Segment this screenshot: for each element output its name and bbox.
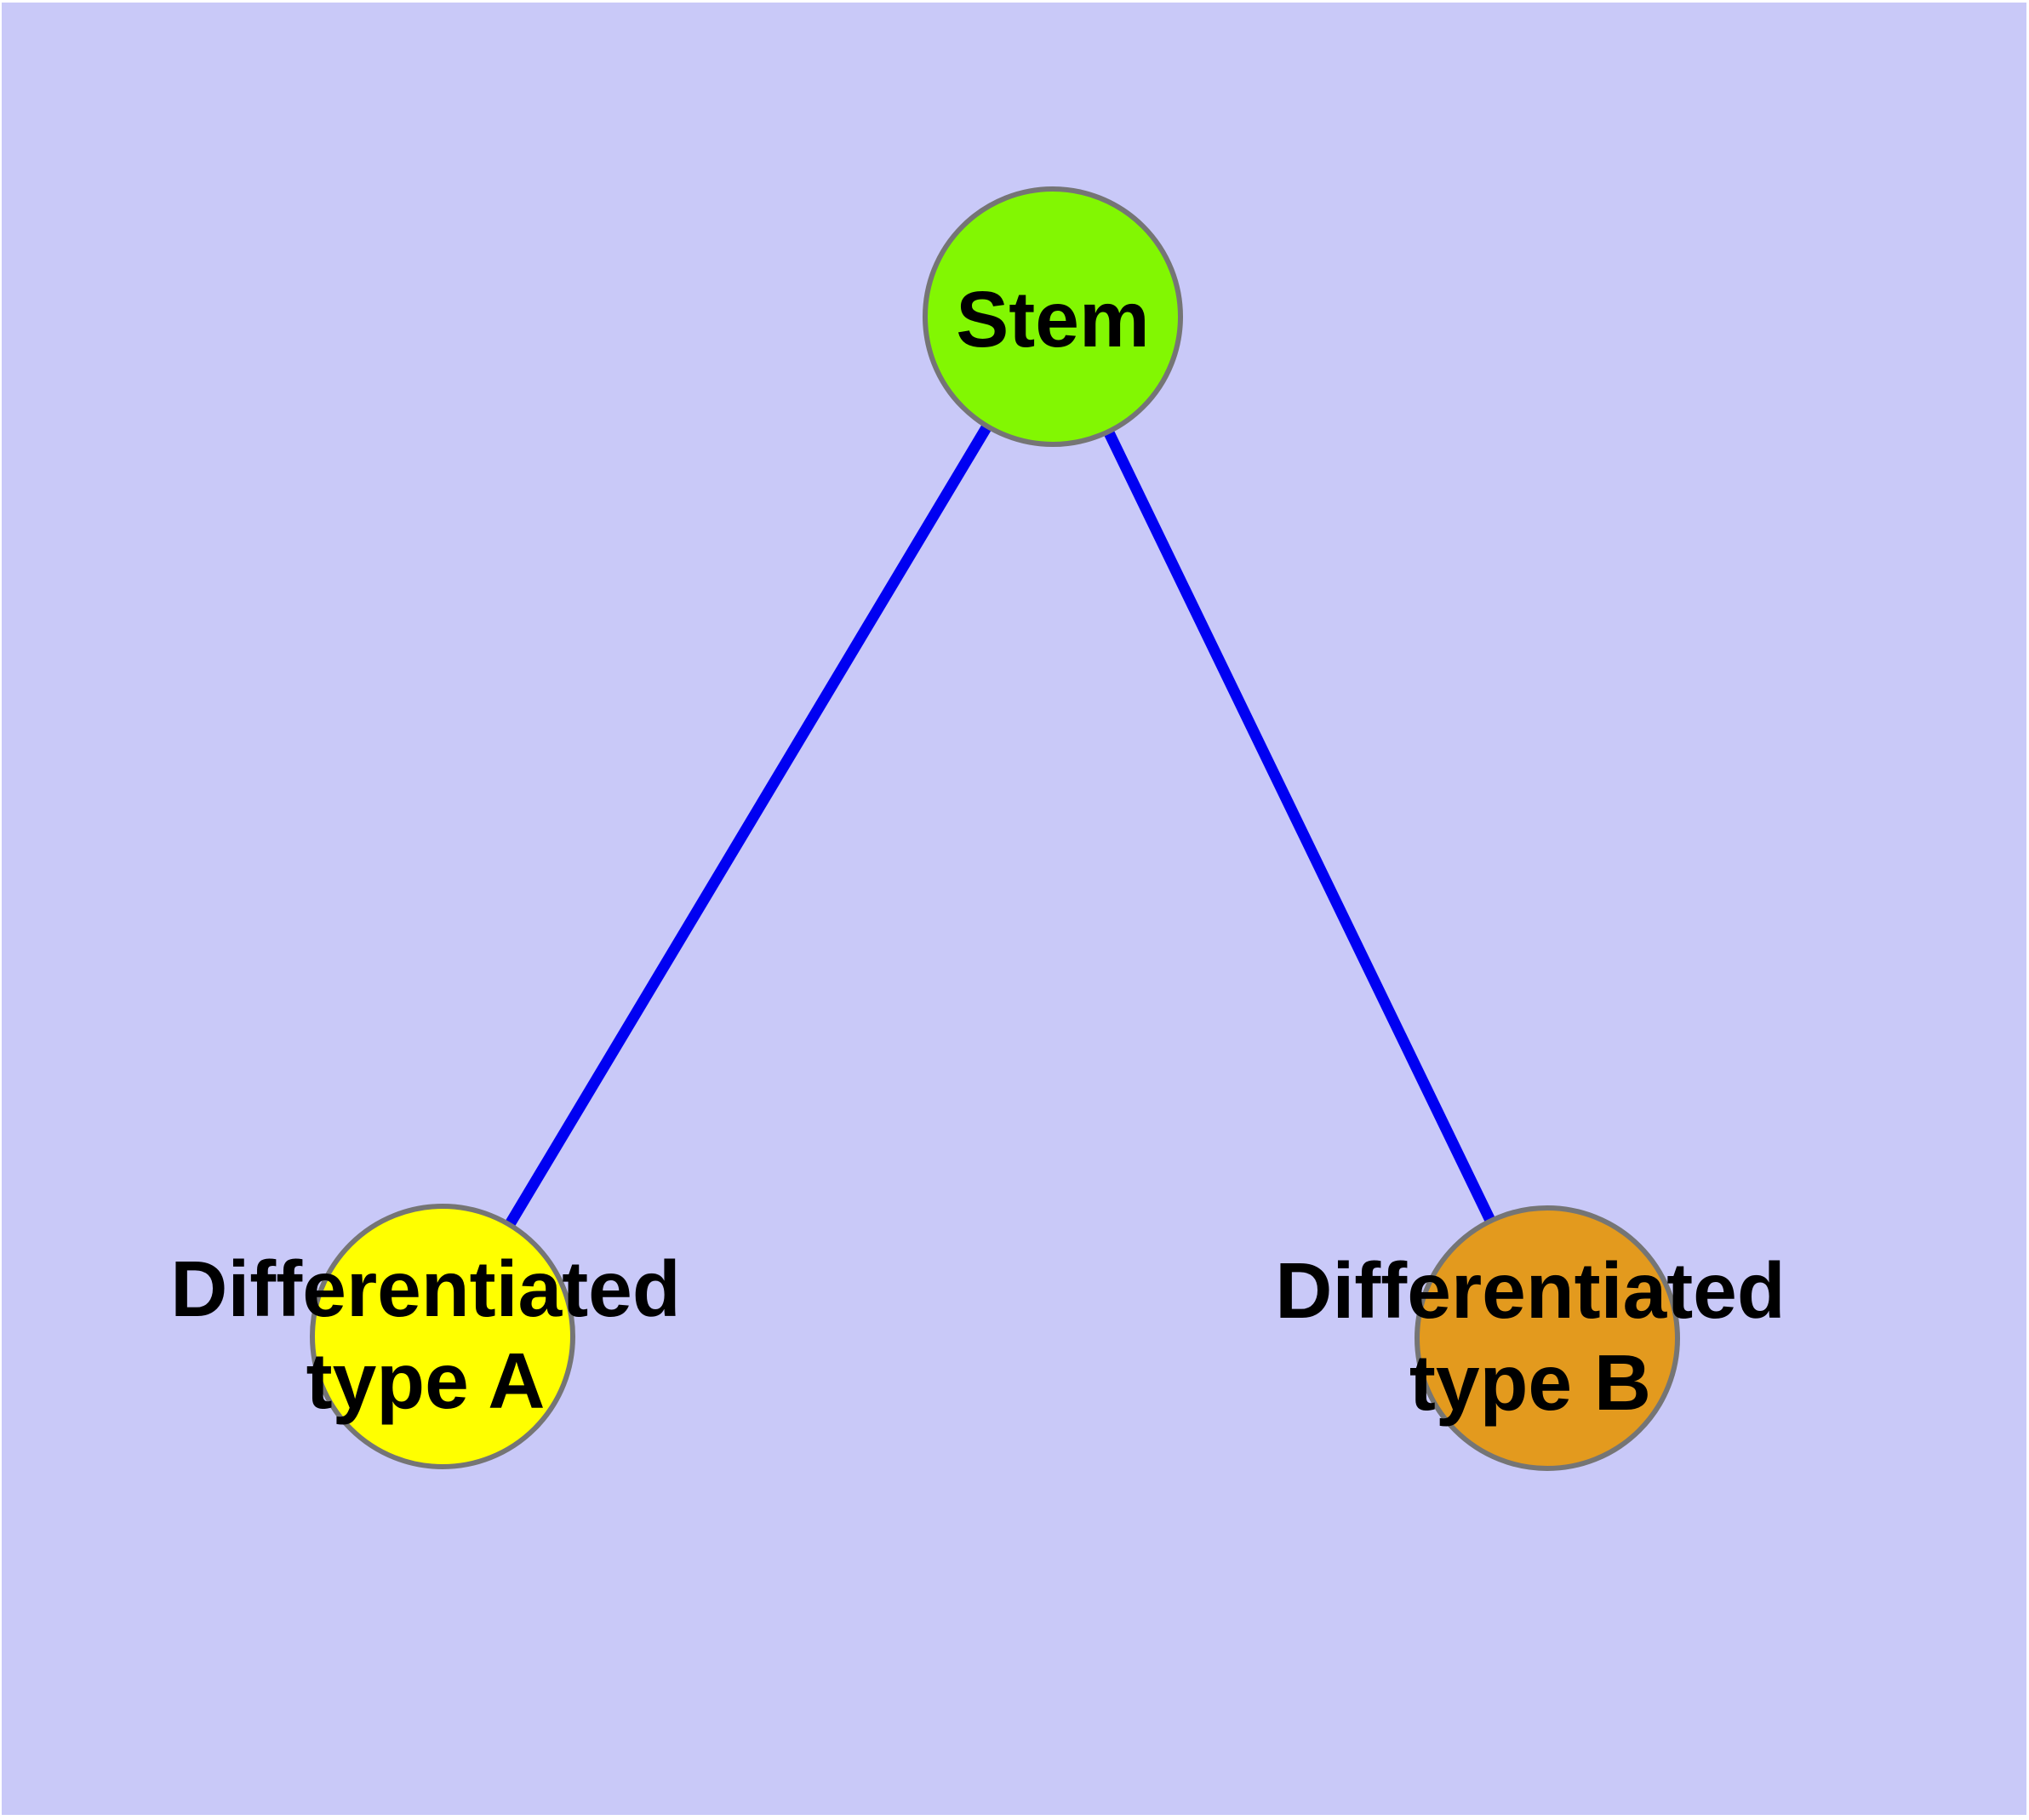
- node-type-a-label-line1: Differentiated: [170, 1245, 680, 1333]
- node-type-b-label-line2: type B: [1409, 1338, 1651, 1427]
- node-differentiated-type-b: [1415, 1205, 1680, 1471]
- node-type-b-label-line1: Differentiated: [1275, 1246, 1785, 1335]
- node-stem: [923, 186, 1183, 447]
- edge-stem-to-type-a: [437, 313, 1058, 1340]
- edge-stem-to-type-b: [1048, 314, 1552, 1341]
- node-differentiated-type-a: [310, 1204, 575, 1469]
- node-type-a-label-line2: type A: [306, 1336, 546, 1425]
- node-stem-label: Stem: [956, 275, 1149, 363]
